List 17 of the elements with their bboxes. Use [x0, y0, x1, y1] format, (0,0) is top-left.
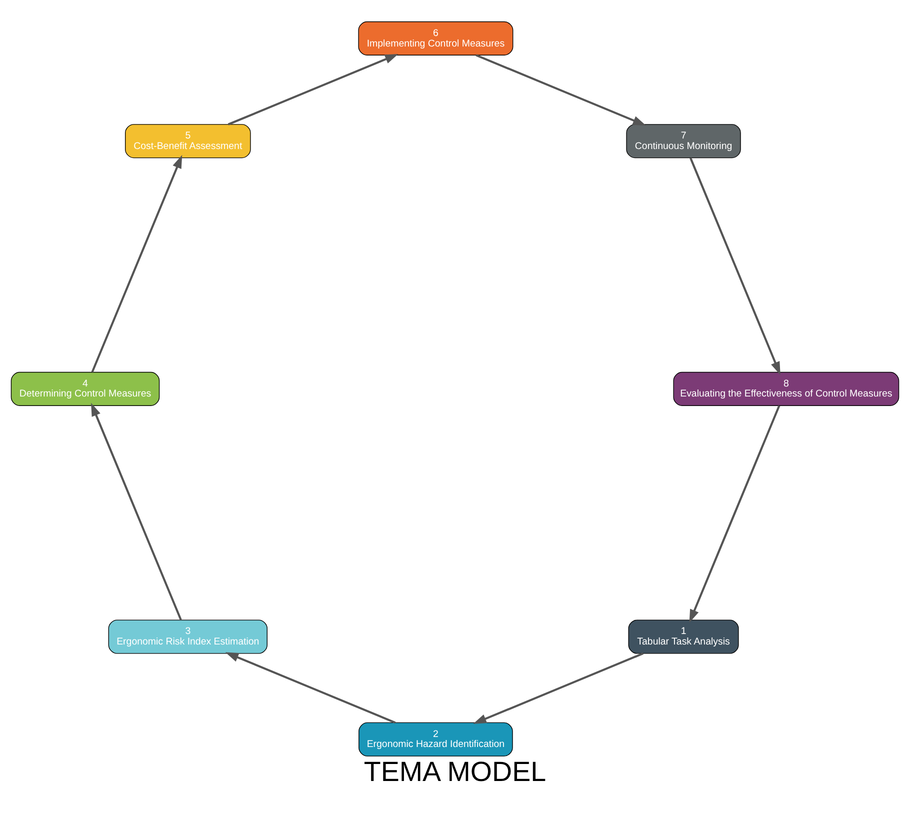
arrow — [228, 54, 398, 126]
arrow — [91, 402, 182, 620]
arrow — [473, 652, 644, 724]
arrow — [689, 405, 780, 623]
node-box: 5 Cost-Benefit Assessment — [125, 124, 251, 158]
arrow — [690, 158, 780, 375]
node-box: 4 Determining Control Measures — [10, 372, 160, 406]
node-box: 2 Ergonomic Hazard Identification — [358, 722, 513, 756]
node-box: 6 Implementing Control Measures — [358, 21, 514, 56]
arrow — [91, 155, 182, 372]
node-box: 8 Evaluating the Effectiveness of Control Measures — [673, 372, 900, 406]
node-box: 7 Continuous Monitoring — [626, 124, 741, 158]
arrow — [476, 54, 646, 126]
arrow — [225, 652, 396, 724]
node-box: 3 Ergonomic Risk Index Estimation — [108, 620, 268, 654]
node-box: 1 Tabular Task Analysis — [628, 620, 739, 654]
diagram-title: TEMA MODEL — [364, 756, 546, 788]
